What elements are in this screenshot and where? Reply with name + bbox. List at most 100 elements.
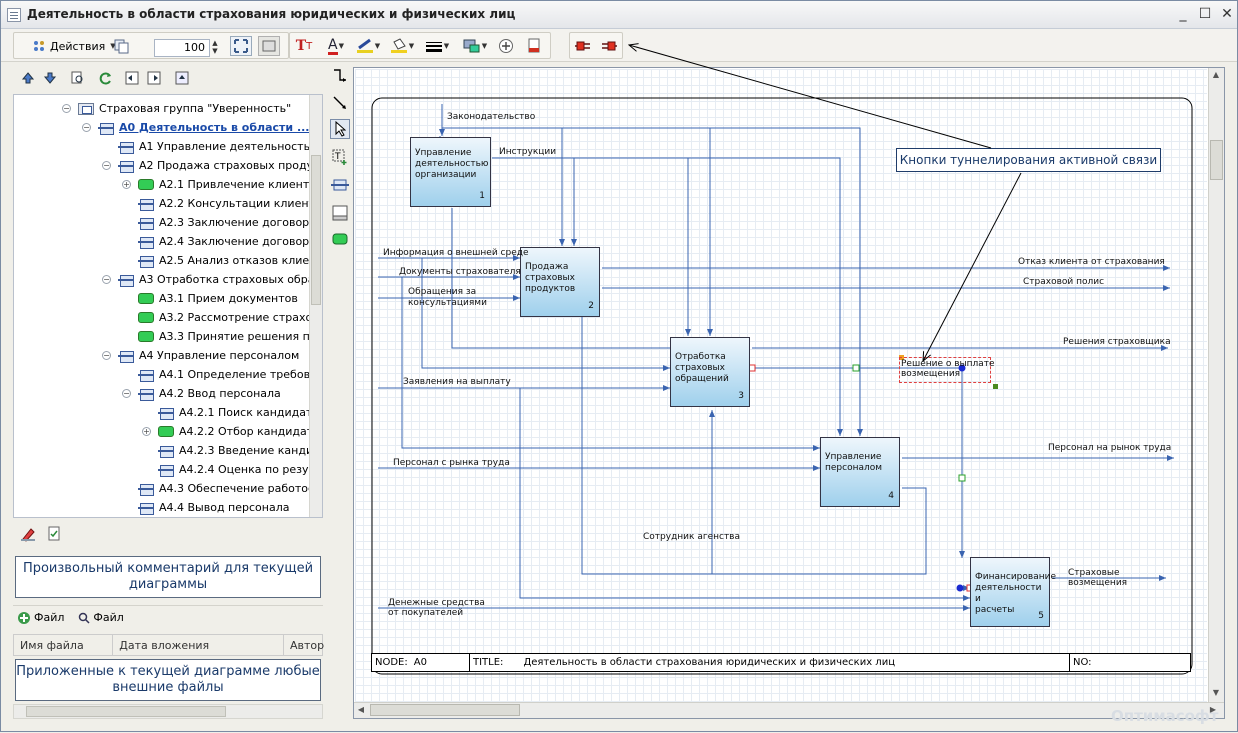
files-scrollbar[interactable] [13,704,323,719]
tree-item[interactable]: A2.3 Заключение договоро... [122,213,322,232]
font-color-icon[interactable]: A▼ [328,36,344,55]
arrow-label-instructions[interactable]: Инструкции [499,147,557,157]
arrow-label-claims[interactable]: Заявления на выплату [403,377,511,387]
pointer-tool-icon[interactable] [330,119,350,139]
tree-item[interactable]: A3.3 Принятие решения по... [122,327,322,346]
tree-item[interactable]: +A4.2.2 Отбор кандидатов [142,422,322,441]
scroll-up-arrow-icon[interactable]: ▲ [1212,70,1220,79]
find-node-icon[interactable] [67,68,89,88]
law-to-box4[interactable] [442,127,863,436]
arrow-label-money-1[interactable]: Денежные средства [388,598,485,608]
arrow-label-refusal[interactable]: Отказ клиента от страхования [1018,257,1165,267]
arrow-down-icon[interactable] [39,68,61,88]
tree-scrollbar[interactable] [309,95,322,517]
tunnel-source-icon[interactable] [573,36,595,56]
connection-dot[interactable] [958,364,966,372]
add-circle-icon[interactable] [495,36,517,56]
tree-item[interactable]: +A2.1 Привлечение клиентов [122,175,322,194]
activity-box-3[interactable]: Отработка страховых обращений 3 [670,337,750,407]
scrollbar-thumb[interactable] [370,704,520,716]
tree-item[interactable]: A4.1 Определение требова... [122,365,322,384]
expand-icon[interactable]: + [122,180,131,189]
line-color-icon[interactable]: ▼ [353,36,383,56]
collapse-icon[interactable]: − [102,161,111,170]
fit-page-icon[interactable] [230,36,252,56]
selection-handle[interactable] [993,384,998,389]
elbow-arrow-tool-icon[interactable] [330,65,350,85]
scrollbar-thumb[interactable] [1210,140,1223,180]
canvas-vertical-scrollbar[interactable]: ▲ ▼ [1208,68,1224,702]
box4-loop[interactable] [712,487,927,575]
connector-handle[interactable] [852,364,860,372]
attached-files-list[interactable]: Приложенные к текущей диаграмме любые вн… [15,659,321,701]
frame-icon[interactable] [258,36,280,56]
tunnel-target-icon[interactable] [597,36,619,56]
arrow-label-decision-selected[interactable]: Решение о выплате возмещения [899,357,995,383]
arrow-label-documents[interactable]: Документы страхователя [399,267,521,277]
arrow-label-decisions[interactable]: Решения страховщика [1063,337,1171,347]
page-properties-icon[interactable] [523,36,545,56]
maximize-button[interactable]: ☐ [1198,6,1212,22]
collapse-icon[interactable]: − [82,123,91,132]
scroll-down-arrow-icon[interactable]: ▼ [1212,688,1220,697]
tree-item[interactable]: A4.3 Обеспечение работос... [122,479,322,498]
info-to-box3[interactable] [421,258,670,371]
refresh-icon[interactable] [95,68,117,88]
collapse-all-icon[interactable] [171,68,193,88]
diagram-tree[interactable]: −Страховая группа "Уверенность"−A0 Деяте… [13,94,323,518]
scroll-left-arrow-icon[interactable]: ◀ [357,705,365,714]
frame-tool-icon[interactable] [330,203,350,223]
arrow-label-staff-in[interactable]: Персонал с рынка труда [393,458,510,468]
tree-item[interactable]: A4.2.4 Оценка по резу... [142,460,319,479]
activity-box-4[interactable]: Управление персоналом 4 [820,437,900,507]
add-text-tool-icon[interactable]: T [330,147,350,167]
arrow-label-compensation-2[interactable]: возмещения [1068,578,1128,588]
collapse-icon[interactable]: − [122,389,131,398]
tree-item[interactable]: A4.2.1 Поиск кандидат... [142,403,322,422]
outdent-icon[interactable] [121,68,143,88]
collapse-icon[interactable]: − [62,104,71,113]
checklist-icon[interactable] [43,524,65,544]
tree-item[interactable]: −A3 Отработка страховых обра... [102,270,322,289]
edit-pencil-icon[interactable] [17,524,39,544]
find-file-button[interactable]: Файл [78,611,124,624]
indent-icon[interactable] [143,68,165,88]
tree-item[interactable]: A3.1 Прием документов [122,289,298,308]
collapse-icon[interactable]: − [102,351,111,360]
tree-item[interactable]: −A4 Управление персоналом [102,346,299,365]
scrollbar-thumb[interactable] [26,706,226,717]
canvas-horizontal-scrollbar[interactable]: ◀ ▶ [354,702,1224,718]
connector-handle[interactable] [958,474,966,482]
tree-item[interactable]: A2.5 Анализ отказов клие... [122,251,320,270]
scroll-right-arrow-icon[interactable]: ▶ [1209,705,1217,714]
arrow-label-money-2[interactable]: от покупателей [388,608,464,618]
arrow-up-icon[interactable] [17,68,39,88]
arrow-label-requests-2[interactable]: консультациями [408,298,487,308]
activity-box-5[interactable]: Финансирование деятельности и расчеты 5 [970,557,1056,627]
law-to-box2[interactable] [442,127,565,246]
expand-icon[interactable]: + [142,427,151,436]
connection-dot[interactable] [956,584,964,592]
zoom-spinner[interactable]: ▲▼ [212,39,218,55]
tree-item[interactable]: −Страховая группа "Уверенность" [62,99,291,118]
add-file-button[interactable]: Файл [17,611,64,625]
tree-item[interactable]: A2.2 Консультации клиентов [122,194,322,213]
activity-box-tool-icon[interactable] [330,175,350,195]
layout-icon[interactable]: ▼ [460,36,490,56]
tree-item[interactable]: A4.2.3 Введение канди... [142,441,322,460]
fill-color-icon[interactable]: ▼ [387,36,417,56]
tree-item[interactable]: −A0 Деятельность в области ... [82,118,309,137]
arrow-label-staff-out[interactable]: Персонал на рынок труда [1048,443,1172,453]
zoom-field[interactable]: 100 [154,39,210,57]
activity-box-2[interactable]: Продажа страховых продуктов 2 [520,247,600,317]
tree-item[interactable]: A1 Управление деятельность... [102,137,321,156]
column-author[interactable]: Автор [290,639,325,652]
diagram-comment[interactable]: Произвольный комментарий для текущей диа… [15,556,321,598]
law-to-box3[interactable] [662,127,713,336]
tree-item[interactable]: A2.4 Заключение договоро... [122,232,322,251]
arrow-label-law[interactable]: Законодательство [447,112,536,122]
docs-to-box4[interactable] [401,277,820,451]
diagram-canvas[interactable] [355,69,1207,703]
close-button[interactable]: ✕ [1221,6,1233,22]
